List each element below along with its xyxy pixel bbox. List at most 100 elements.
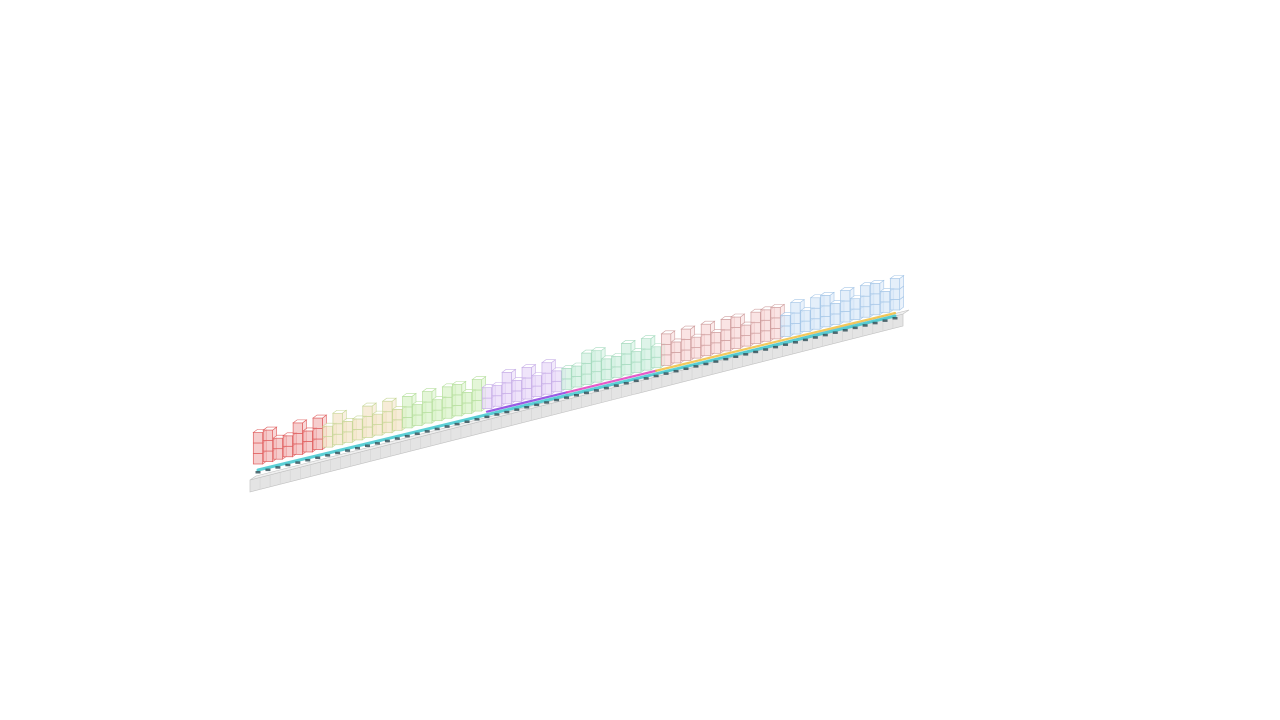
connector-mark [285, 463, 291, 467]
connector-mark [335, 451, 341, 455]
cube-front-face [850, 308, 861, 320]
cube-front-face [690, 347, 701, 359]
cube-front-face [262, 440, 274, 452]
cube-front-face [412, 404, 423, 416]
cube-front-face [511, 390, 522, 402]
cube-top-face [451, 381, 467, 385]
cube-front-face [621, 343, 632, 355]
cube-front-face [740, 324, 751, 336]
cube-top-face [889, 275, 905, 279]
connector-mark [792, 341, 798, 344]
connector-mark [355, 446, 361, 450]
connector-mark [494, 413, 500, 416]
connector-mark [444, 425, 450, 428]
cube-front-face [860, 295, 871, 308]
cube-front-face [810, 297, 821, 309]
connector-mark [434, 427, 440, 431]
cube-top-face [312, 414, 328, 419]
connector-mark [464, 420, 470, 423]
cube-top-face [471, 376, 487, 380]
cube-front-face [879, 291, 891, 303]
connector-mark [275, 466, 281, 469]
cube-front-face [680, 349, 692, 361]
cube-front-face [760, 330, 771, 342]
cube-top-face [700, 320, 716, 325]
cube-front-face [322, 436, 333, 448]
cube-front-face [312, 438, 323, 450]
connector-mark [653, 374, 659, 378]
cube-front-face [521, 377, 532, 389]
cube-front-face [800, 310, 811, 322]
cube-front-face [611, 366, 622, 378]
cube-front-face [750, 332, 761, 345]
connector-mark [872, 321, 878, 325]
cube-front-face [780, 315, 791, 327]
cube-front-face [830, 313, 841, 325]
cube-front-face [591, 371, 602, 383]
cube-front-face [481, 387, 492, 399]
cube-front-face [362, 405, 373, 417]
cube-front-face [611, 356, 622, 368]
cube-front-face [760, 309, 771, 321]
cube-front-face [641, 359, 652, 371]
cube-front-face [840, 290, 851, 302]
cube-front-face [442, 396, 453, 409]
connector-mark [812, 336, 818, 339]
connector-mark [364, 444, 370, 448]
cube-front-face [402, 406, 413, 418]
cube-front-face [601, 368, 612, 381]
cube-front-face [352, 429, 363, 441]
cube-front-face [332, 423, 343, 435]
cube-front-face [700, 334, 711, 346]
connector-mark [255, 471, 261, 474]
cube-front-face [302, 441, 313, 453]
cube-top-face [640, 335, 656, 339]
cube-front-face [820, 305, 831, 317]
cube-front-face [491, 395, 502, 407]
cube-front-face [402, 396, 413, 408]
cube-top-face [541, 359, 557, 364]
cube-front-face [252, 442, 264, 454]
connector-mark [574, 394, 579, 397]
cube-front-face [541, 362, 552, 374]
cube-front-face [432, 409, 443, 422]
cube-front-face [332, 412, 343, 425]
cube-front-face [571, 376, 582, 388]
cube-front-face [332, 433, 343, 446]
cube-front-face [561, 368, 572, 380]
cube-front-face [501, 382, 512, 394]
magenta-rail [565, 369, 658, 394]
cube-front-face [790, 302, 801, 314]
connector-mark [623, 381, 629, 385]
cube-front-face [521, 367, 532, 379]
cube-front-face [710, 331, 721, 344]
cube-front-face [631, 351, 642, 363]
connector-mark [454, 422, 460, 426]
connector-mark [484, 415, 490, 419]
connector-mark [603, 386, 609, 390]
cube-top-face [869, 280, 885, 284]
cube-front-face [312, 417, 323, 429]
cube-front-face [551, 380, 562, 393]
cube-top-face [332, 409, 348, 414]
connector-mark [564, 396, 570, 399]
cube-front-face [501, 392, 512, 405]
cube-front-face [342, 420, 353, 433]
cube-front-face [591, 350, 602, 362]
cube-front-face [770, 317, 781, 329]
cube-front-face [561, 378, 572, 390]
cube-front-face [452, 405, 463, 417]
cube-front-face [601, 358, 612, 370]
cube-front-face [342, 431, 353, 443]
connector-mark [583, 391, 589, 395]
cube-front-face [889, 278, 901, 290]
cube-front-face [770, 328, 781, 340]
cube-front-face [471, 389, 483, 401]
connector-mark [643, 377, 649, 380]
connector-mark [773, 345, 779, 349]
cube-front-face [292, 422, 303, 434]
cube-front-face [870, 282, 881, 295]
connector-mark [374, 442, 380, 445]
